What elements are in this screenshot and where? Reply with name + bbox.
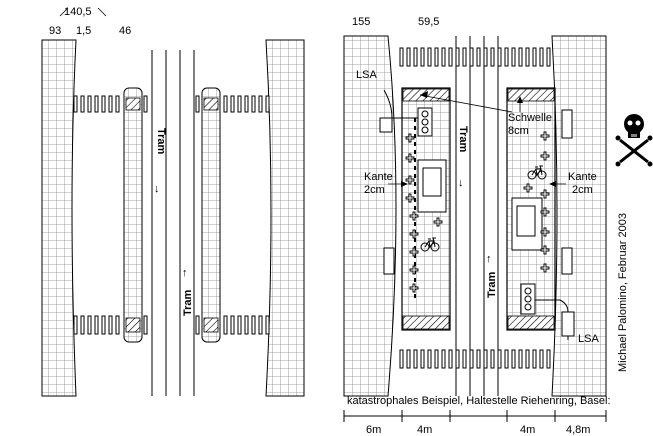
left-crosswalk-top: [73, 95, 270, 113]
dim-middle-label: 1,5: [76, 25, 91, 37]
right-diagram: 155 59,5: [343, 16, 653, 436]
kante-left-arrowhead: [401, 181, 408, 187]
right-platform-west-shelter-inner: [422, 167, 442, 197]
right-crosswalk-bottom: [399, 349, 551, 369]
width-label-3: 4m: [520, 424, 535, 436]
right-crosswalk-top: [399, 47, 551, 67]
right-tram-label-bottom: Tram: [486, 271, 498, 298]
left-island-east-hatch-top: [203, 97, 219, 111]
right-platform-east-shelter-inner: [516, 205, 536, 237]
left-tram-arrow-top: ↓: [154, 183, 160, 195]
schwelle-label-line1: Schwelle: [508, 112, 552, 124]
skull-crossbones-icon: [615, 114, 653, 167]
width-dimension-line: [343, 410, 607, 422]
left-tram-arrow-bottom: ↑: [182, 267, 188, 279]
left-island-east-hatch-bottom: [203, 317, 219, 333]
left-island-east: [201, 87, 221, 343]
traffic-light-icon: [379, 89, 433, 137]
right-sidewalk-east-bench-bottom: [561, 247, 573, 275]
dim-right-middle-label: 59,5: [418, 16, 439, 28]
left-island-west: [123, 87, 143, 343]
right-sidewalk-west-bench: [383, 247, 395, 275]
width-label-2: 4m: [417, 424, 432, 436]
schwelle-arrow-left: [419, 94, 513, 113]
dim-total-brackets: [59, 7, 107, 17]
dim-total-label: 140,5: [64, 6, 92, 18]
left-island-west-hatch-bottom: [125, 317, 141, 333]
left-sidewalk-west: [41, 39, 77, 397]
kante-left-label-line1: Kante: [364, 171, 393, 183]
right-sidewalk-east-bench-top: [561, 109, 573, 139]
lsa-label-bottom: LSA: [578, 333, 599, 345]
traffic-light-icon: [520, 283, 575, 340]
credit-text: Michael Palomino, Februar 2003: [617, 213, 629, 372]
kante-right-label-line1: Kante: [568, 171, 597, 183]
right-tram-rails: [455, 36, 499, 396]
lsa-label-top: LSA: [356, 69, 377, 81]
left-diagram: 140,5 93 1,5 46: [41, 6, 305, 397]
width-label-1: 6m: [366, 424, 381, 436]
right-sidewalk-west: [343, 35, 397, 397]
kante-right-label-line2: 2cm: [572, 184, 593, 196]
right-tram-arrow-top: ↓: [458, 177, 464, 189]
right-platform-east-threshold-bottom: [507, 315, 555, 330]
left-tram-rails: [151, 50, 195, 396]
left-tram-label-bottom: Tram: [182, 289, 194, 316]
schwelle-arrowhead-left: [420, 91, 428, 98]
kante-left-label-line2: 2cm: [364, 184, 385, 196]
right-platform-west-threshold-bottom: [402, 315, 450, 330]
left-island-west-hatch-top: [125, 97, 141, 111]
dim-right-left-label: 155: [352, 16, 370, 28]
left-sidewalk-east: [265, 39, 305, 397]
kante-right-arrowhead: [549, 181, 556, 187]
schwelle-arrowhead-right: [517, 96, 523, 103]
dim-left-label: 93: [49, 25, 61, 37]
right-tram-arrow-bottom: ↑: [486, 253, 492, 265]
schwelle-label-line2: 8cm: [508, 125, 529, 137]
right-tram-label-top: Tram: [457, 126, 469, 153]
left-crosswalk-bottom: [73, 315, 270, 335]
right-platform-east-threshold-top: [507, 88, 555, 102]
left-tram-label-top: Tram: [155, 128, 167, 155]
dim-right-label: 46: [119, 25, 131, 37]
width-label-4: 4,8m: [566, 424, 590, 436]
caption-text: katastrophales Beispiel, Haltestelle Rie…: [347, 395, 611, 407]
